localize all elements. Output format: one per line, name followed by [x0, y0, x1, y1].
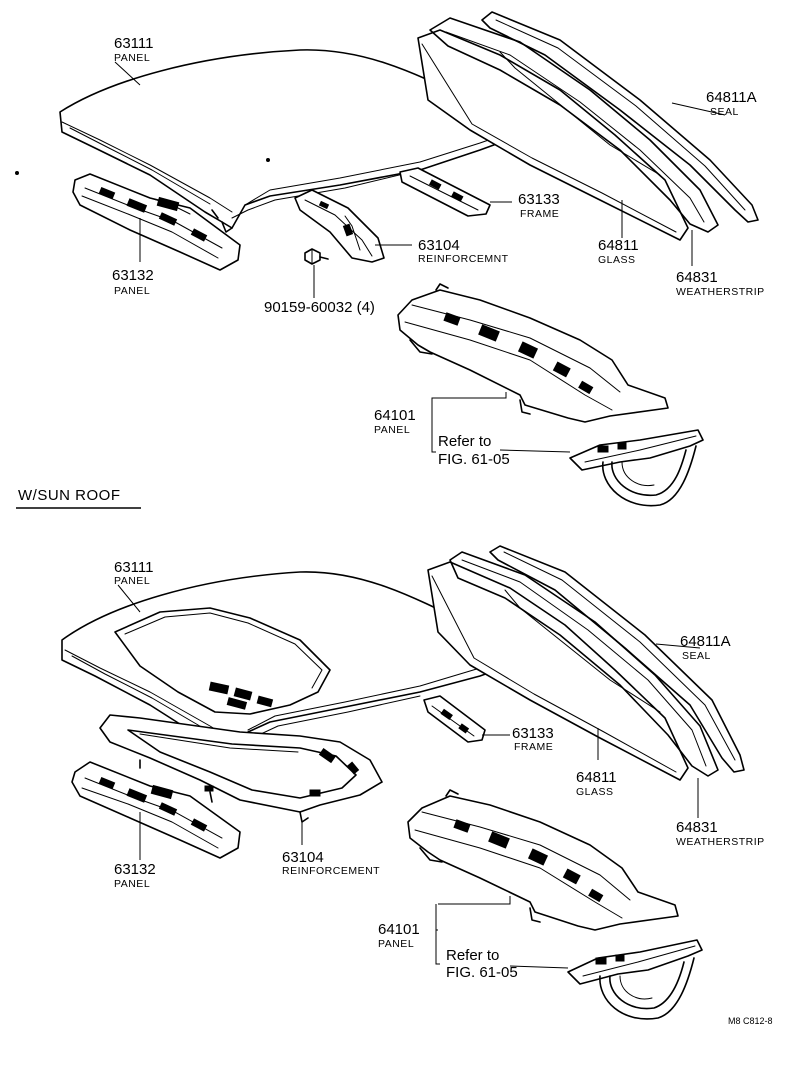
- top-bolt-drawing: [304, 248, 329, 265]
- top-seal-number: 64811A: [706, 89, 757, 106]
- top-seal-drawing: [481, 11, 759, 223]
- bottom-roof-panel-number: 63111: [114, 559, 154, 576]
- top-bolt-number: 90159-60032 (4): [264, 299, 375, 316]
- top-roof-panel-number: 63111: [114, 35, 154, 52]
- bottom-weatherstrip-name: WEATHERSTRIP: [676, 836, 765, 848]
- bottom-weatherstrip-drawing: [449, 551, 719, 777]
- top-rear-panel-number: 64101: [374, 407, 416, 424]
- bottom-glass-name: GLASS: [576, 786, 614, 798]
- stray-mark: [15, 171, 19, 175]
- bottom-front-panel-drawing: [71, 761, 241, 859]
- top-weatherstrip-number: 64831: [676, 269, 718, 286]
- bottom-referenced-part-drawing: [567, 939, 703, 1020]
- top-seal-name: SEAL: [710, 106, 739, 118]
- bottom-refer-line2: FIG. 61-05: [446, 964, 518, 981]
- bottom-rear-panel-number: 64101: [378, 921, 420, 938]
- top-refer-line2: FIG. 61-05: [438, 451, 510, 468]
- top-glass-number: 64811: [598, 237, 639, 254]
- bottom-glass-number: 64811: [576, 769, 617, 786]
- bottom-frame-name: FRAME: [514, 741, 553, 753]
- sunroof-section-title: W/SUN ROOF: [18, 487, 121, 504]
- top-roof-panel-drawing: [59, 49, 523, 233]
- bottom-seal-drawing: [489, 545, 745, 773]
- top-frame-name: FRAME: [520, 208, 559, 220]
- top-weatherstrip-name: WEATHERSTRIP: [676, 286, 765, 298]
- bottom-weatherstrip-number: 64831: [676, 819, 718, 836]
- top-weatherstrip-drawing: [429, 17, 719, 233]
- bottom-reinforcement-drawing: [99, 714, 383, 823]
- top-glass-drawing: [417, 29, 689, 241]
- top-front-panel-number: 63132: [112, 267, 154, 284]
- bottom-roof-panel-name: PANEL: [114, 575, 150, 587]
- bottom-rear-panel-drawing: [407, 789, 679, 931]
- bottom-front-panel-number: 63132: [114, 861, 156, 878]
- top-rear-panel-drawing: [397, 283, 669, 423]
- top-rear-panel-name: PANEL: [374, 424, 410, 436]
- bottom-reinforcement-name: REINFORCEMENT: [282, 865, 380, 877]
- top-roof-panel-name: PANEL: [114, 52, 150, 64]
- top-front-panel-name: PANEL: [114, 285, 150, 297]
- top-frame-number: 63133: [518, 191, 560, 208]
- bottom-seal-name: SEAL: [682, 650, 711, 662]
- top-reinforcement-name: REINFORCEMNT: [418, 253, 509, 265]
- bottom-seal-number: 64811A: [680, 633, 731, 650]
- top-assembly: 63111 PANEL 63132 PANEL 63133 FRAME 6310…: [59, 11, 765, 507]
- bottom-front-panel-name: PANEL: [114, 878, 150, 890]
- top-refer-line1: Refer to: [438, 433, 491, 450]
- top-glass-name: GLASS: [598, 254, 636, 266]
- top-front-panel-drawing: [72, 173, 241, 271]
- top-reinforcement-number: 63104: [418, 237, 460, 254]
- bottom-refer-line1: Refer to: [446, 947, 499, 964]
- bottom-frame-number: 63133: [512, 725, 554, 742]
- bottom-assembly: 63111 PANEL 63132 PANEL 63133 FRAME 6310…: [61, 545, 765, 1020]
- top-leader-lines: [114, 61, 726, 453]
- bottom-leader-lines: [117, 584, 701, 969]
- bottom-reinforcement-number: 63104: [282, 849, 324, 866]
- bottom-frame-drawing: [423, 695, 486, 743]
- bottom-rear-panel-name: PANEL: [378, 938, 414, 950]
- figure-code: M8 C812-8: [728, 1016, 773, 1026]
- top-referenced-part-drawing: [569, 429, 704, 507]
- bottom-glass-drawing: [427, 561, 689, 781]
- top-frame-drawing: [399, 167, 491, 217]
- top-reinforcement-drawing: [294, 189, 385, 263]
